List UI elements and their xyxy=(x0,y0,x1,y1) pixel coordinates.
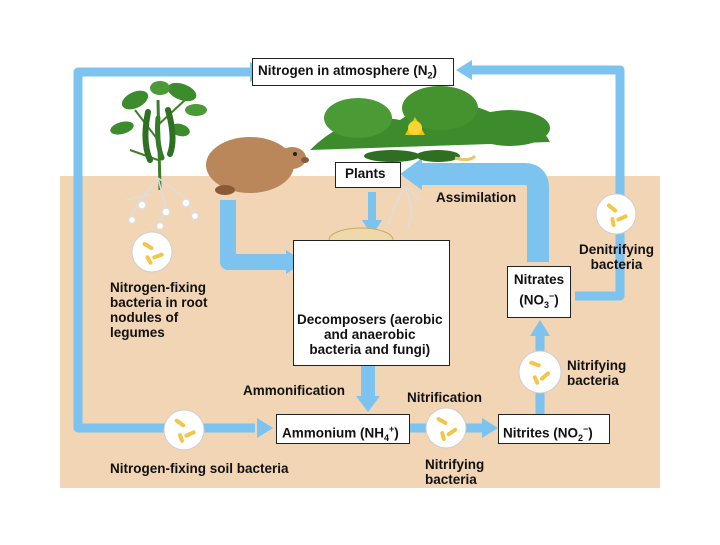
atmosphere-box xyxy=(252,58,454,86)
root-icon xyxy=(387,185,421,229)
nitrifying-lower-label: Nitrifying bacteria xyxy=(425,457,484,487)
nitrogen-fixing-soil-label: Nitrogen-fixing soil bacteria xyxy=(110,461,289,476)
atmosphere-text: Nitrogen in atmosphere (N xyxy=(258,63,428,78)
nitrites-post: ) xyxy=(588,425,593,441)
nitrifying-lower-line-2: bacteria xyxy=(425,472,477,487)
root-icon xyxy=(124,177,200,231)
nitrates-label: Nitrates (NO3−) xyxy=(510,272,568,313)
mole-icon xyxy=(206,137,309,195)
root-label-line-2: bacteria in root xyxy=(110,295,208,310)
bacteria-icon xyxy=(131,231,173,273)
arrow-head-into-plants xyxy=(400,158,422,190)
atmosphere-close: ) xyxy=(432,63,438,78)
arrow-head-ammonification xyxy=(356,396,380,412)
arrow-head-plants-decomposers xyxy=(362,220,382,236)
decomposers-label: Decomposers (aerobic and anaerobic bacte… xyxy=(297,312,443,357)
bacteria-icon xyxy=(518,350,562,394)
pepper-plant-icon xyxy=(110,81,207,191)
root-label-line-1: Nitrogen-fixing xyxy=(110,280,206,295)
ammonium-sub: 4 xyxy=(384,433,390,444)
bacteria-icon xyxy=(163,409,205,451)
ammonium-sup: + xyxy=(389,424,395,434)
nitrifying-lower-line-1: Nitrifying xyxy=(425,457,485,472)
ammonium-box xyxy=(276,414,410,444)
arrow-head-denitrification xyxy=(456,60,472,80)
nitrates-box xyxy=(507,266,571,318)
nitrates-line-1: Nitrates xyxy=(513,272,565,287)
decomposers-line-3: bacteria and fungi) xyxy=(309,342,431,357)
assimilation-label: Assimilation xyxy=(436,190,517,205)
decomposers-box xyxy=(293,240,450,366)
ammonium-label: Ammonium (NH4+) xyxy=(282,421,399,446)
arrow-assimilation xyxy=(420,163,549,262)
nitrates-pre: (NO xyxy=(519,292,544,308)
arrow-head-into-nitrites xyxy=(482,418,498,438)
nitrification-label: Nitrification xyxy=(407,390,483,405)
nitrites-sup: − xyxy=(583,424,589,434)
bacteria-icon xyxy=(425,407,467,449)
arrow-denitrification xyxy=(470,65,625,301)
nitrates-line-2: (NO3−) xyxy=(510,288,568,313)
nitrifying-upper-line-1: Nitrifying xyxy=(567,358,627,373)
root-label-line-3: nodules of xyxy=(110,310,179,325)
atmosphere-label: Nitrogen in atmosphere (N2) xyxy=(258,63,437,84)
nitrites-pre: Nitrites (NO xyxy=(503,425,579,441)
denitrifying-line-2: bacteria xyxy=(590,257,643,272)
nitrates-sup: − xyxy=(549,291,555,301)
nitrates-post: ) xyxy=(554,292,559,308)
denitrifying-label: Denitrifying bacteria xyxy=(579,242,654,272)
arrow-roots-to-decomposers xyxy=(220,200,290,270)
nitrogen-fixing-root-label: Nitrogen-fixing bacteria in root nodules… xyxy=(110,280,208,340)
plants-box xyxy=(335,162,401,188)
plants-label: Plants xyxy=(345,166,386,181)
root-label-line-4: legumes xyxy=(110,325,165,340)
ammonium-post: ) xyxy=(394,425,399,441)
nitrifying-upper-line-2: bacteria xyxy=(567,373,619,388)
arrow-head-into-ammonium xyxy=(257,418,273,438)
decomposers-line-1: Decomposers (aerobic xyxy=(297,312,443,327)
ammonium-pre: Ammonium (NH xyxy=(282,425,384,441)
ammonification-label: Ammonification xyxy=(243,383,346,398)
squash-plant-icon xyxy=(310,86,550,162)
bacteria-icon xyxy=(595,193,637,235)
arrow-head-into-nitrates xyxy=(530,320,550,336)
nitrites-box xyxy=(498,414,610,444)
cycle-arrows xyxy=(73,60,625,438)
nitrites-label: Nitrites (NO2−) xyxy=(503,421,593,446)
decomposers-line-2: and anaerobic xyxy=(324,327,416,342)
nitrifying-upper-label: Nitrifying bacteria xyxy=(567,358,626,388)
arrow-fixation-to-atmosphere xyxy=(73,67,250,420)
nitrites-sub: 2 xyxy=(578,433,584,444)
denitrifying-line-1: Denitrifying xyxy=(579,242,655,257)
atmosphere-subscript: 2 xyxy=(427,70,433,81)
nitrates-sub: 3 xyxy=(543,300,549,311)
